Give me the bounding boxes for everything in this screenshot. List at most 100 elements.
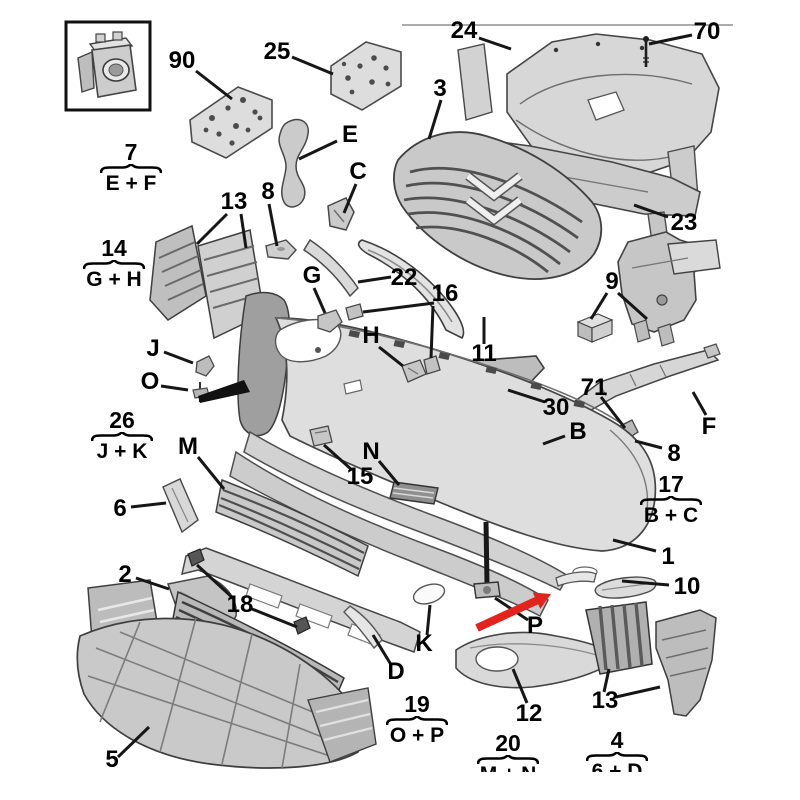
leader-12 bbox=[511, 668, 529, 704]
label-K: K bbox=[415, 630, 433, 657]
leader-71 bbox=[599, 396, 627, 429]
label-22: 22 bbox=[390, 264, 418, 291]
leader-13-right-b bbox=[615, 685, 661, 699]
brace-icon bbox=[100, 164, 162, 174]
leader-G bbox=[312, 287, 327, 314]
brace-icon bbox=[83, 260, 145, 270]
group-number: 7 bbox=[124, 139, 138, 165]
label-N: N bbox=[362, 438, 380, 465]
label-1: 1 bbox=[661, 543, 675, 570]
bolt-P bbox=[473, 521, 501, 599]
label-25: 25 bbox=[263, 38, 291, 65]
leader-5 bbox=[116, 725, 151, 759]
leader-lines bbox=[116, 33, 708, 759]
chevron-emblem bbox=[465, 172, 523, 226]
leader-16a bbox=[362, 301, 435, 314]
hardware-kit-90-plate bbox=[189, 86, 273, 159]
leader-16b bbox=[429, 305, 435, 359]
label-G: G bbox=[302, 262, 322, 289]
leader-F bbox=[691, 391, 708, 416]
group-formula: G + H bbox=[86, 268, 142, 291]
support-rail-F bbox=[572, 343, 721, 415]
leader-8-upper bbox=[267, 203, 279, 247]
leader-1 bbox=[612, 538, 657, 553]
fog-grille-13 bbox=[585, 601, 653, 675]
clip-15 bbox=[309, 425, 333, 447]
center-grille-M bbox=[215, 478, 369, 578]
clip-J bbox=[195, 355, 215, 377]
group-label-7-ef: 7 E + F bbox=[100, 139, 162, 194]
reflector-10 bbox=[555, 571, 657, 599]
bolt-70 bbox=[643, 36, 649, 67]
label-5: 5 bbox=[105, 746, 119, 773]
label-2: 2 bbox=[118, 561, 132, 588]
brace-icon bbox=[586, 752, 648, 762]
group-number: 14 bbox=[101, 235, 127, 261]
washer-cap-K bbox=[412, 583, 446, 605]
label-70: 70 bbox=[693, 18, 721, 45]
leader-9a bbox=[589, 292, 609, 320]
label-71: 71 bbox=[580, 374, 608, 401]
leader-15 bbox=[323, 443, 353, 472]
leader-22 bbox=[357, 275, 392, 284]
label-H: H bbox=[362, 322, 380, 349]
mounting-tabs bbox=[348, 330, 585, 408]
grille-insert-N bbox=[389, 481, 439, 505]
label-B: B bbox=[569, 418, 587, 445]
bracket-C bbox=[327, 197, 355, 231]
leader-13-left-b bbox=[239, 213, 248, 249]
group-number: 19 bbox=[404, 691, 430, 717]
group-formula: O + P bbox=[389, 724, 445, 747]
trim-strip-D bbox=[343, 605, 383, 650]
group-number: 20 bbox=[495, 730, 521, 756]
side-panels-13 bbox=[149, 224, 265, 340]
leader-E bbox=[298, 139, 338, 161]
leader-25 bbox=[291, 55, 334, 76]
leader-30 bbox=[507, 388, 546, 404]
cage-nut-clip bbox=[77, 31, 137, 98]
brace-icon bbox=[91, 432, 153, 442]
label-30: 30 bbox=[542, 394, 570, 421]
group-number: 4 bbox=[610, 727, 624, 753]
leader-H bbox=[378, 345, 404, 368]
fog-bezel-12 bbox=[455, 631, 617, 689]
brace-icon bbox=[477, 755, 539, 765]
trim-strip-22 bbox=[302, 238, 359, 298]
label-6: 6 bbox=[113, 495, 127, 522]
label-90: 90 bbox=[168, 47, 196, 74]
front-grille-3 bbox=[393, 131, 603, 280]
clip-16a bbox=[345, 303, 364, 321]
molding-6 bbox=[162, 478, 199, 534]
label-3: 3 bbox=[433, 75, 447, 102]
group-formula: J + K bbox=[96, 440, 148, 463]
label-F: F bbox=[701, 413, 717, 440]
sensor-box-9 bbox=[576, 313, 614, 343]
leader-13-left-a bbox=[195, 212, 229, 246]
grille-surround-11 bbox=[357, 239, 465, 340]
label-M: M bbox=[178, 433, 198, 460]
clip-G bbox=[317, 309, 343, 333]
label-9: 9 bbox=[605, 268, 619, 295]
leader-3 bbox=[427, 99, 443, 140]
leader-10 bbox=[621, 579, 670, 587]
group-label-19-op: 19 O + P bbox=[386, 691, 448, 747]
label-11: 11 bbox=[471, 340, 497, 367]
leader-B bbox=[542, 434, 566, 446]
group-label-17-bc: 17 B + C bbox=[640, 473, 702, 526]
leader-N bbox=[377, 460, 401, 486]
side-bracket-13 bbox=[655, 609, 717, 717]
leader-6 bbox=[130, 501, 167, 509]
leader-M bbox=[196, 456, 226, 490]
leader-9b bbox=[616, 291, 649, 321]
label-23: 23 bbox=[670, 209, 698, 236]
clip-18a bbox=[187, 548, 205, 567]
label-15: 15 bbox=[346, 463, 374, 490]
leader-O bbox=[160, 384, 189, 392]
clip-18b bbox=[293, 616, 311, 635]
label-24: 24 bbox=[450, 17, 478, 44]
label-E: E bbox=[341, 121, 359, 148]
bottom-crop-overlay bbox=[0, 772, 800, 800]
brace-icon bbox=[640, 496, 702, 506]
group-label-14-gh: 14 G + H bbox=[83, 235, 145, 291]
